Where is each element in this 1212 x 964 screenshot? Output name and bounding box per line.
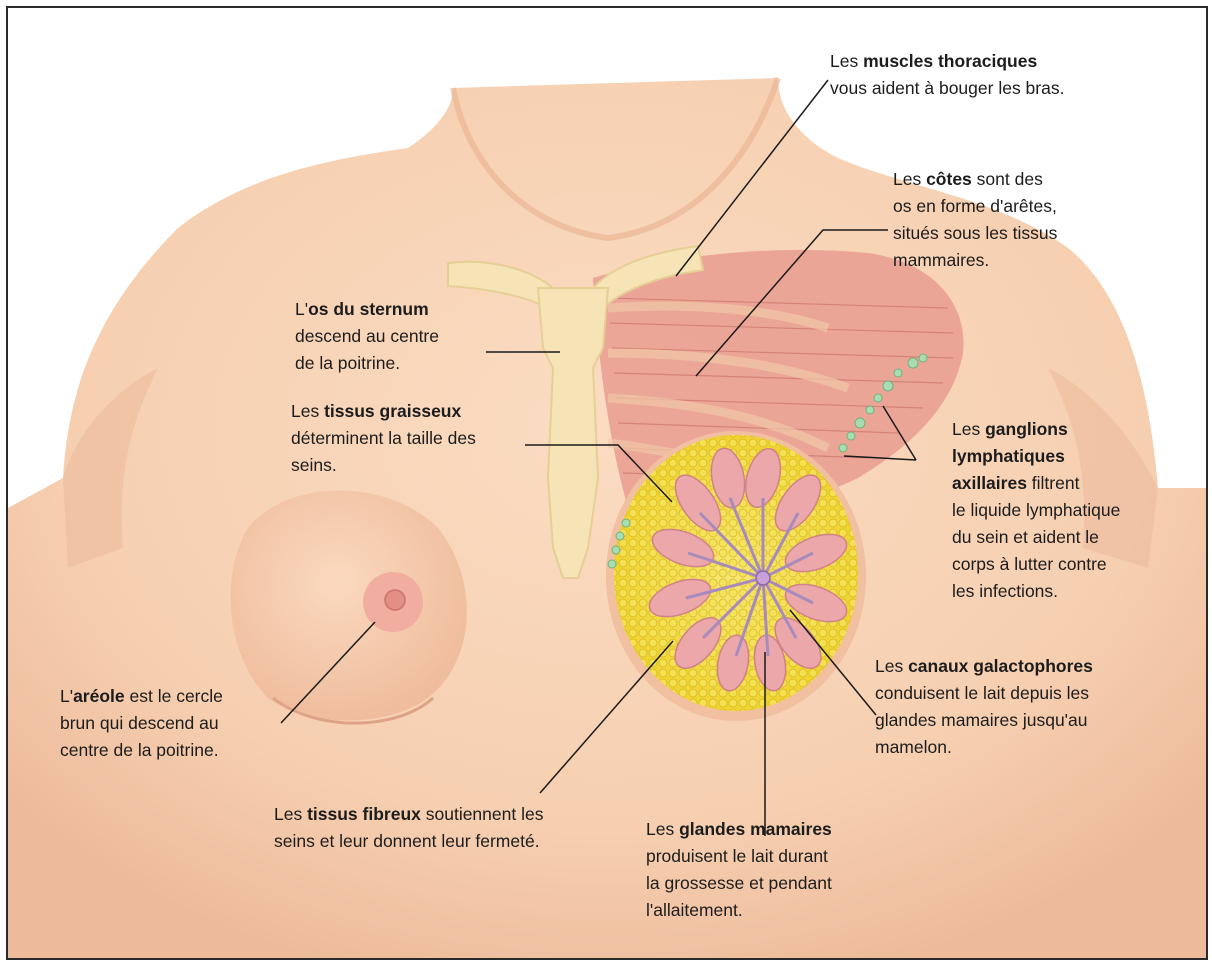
label-areole: L'aréole est le cercle brun qui descend … (60, 683, 223, 764)
label-ganglions: Les ganglions lymphatiques axillaires fi… (952, 416, 1120, 605)
left-nipple (385, 590, 405, 610)
nipple-center (756, 571, 770, 585)
label-fibreux: Les tissus fibreux soutiennent les seins… (274, 801, 543, 855)
label-graisseux: Les tissus graisseux déterminent la tail… (291, 398, 476, 479)
label-glandes: Les glandes mamaires produisent le lait … (646, 816, 832, 924)
label-sternum: L'os du sternum descend au centre de la … (295, 296, 439, 377)
label-muscles: Les muscles thoraciques vous aident à bo… (830, 48, 1064, 102)
left-breast (231, 491, 467, 721)
diagram-frame: Les muscles thoraciques vous aident à bo… (6, 6, 1208, 960)
label-canaux: Les canaux galactophores conduisent le l… (875, 653, 1093, 761)
label-cotes: Les côtes sont des os en forme d'arêtes,… (893, 166, 1057, 274)
